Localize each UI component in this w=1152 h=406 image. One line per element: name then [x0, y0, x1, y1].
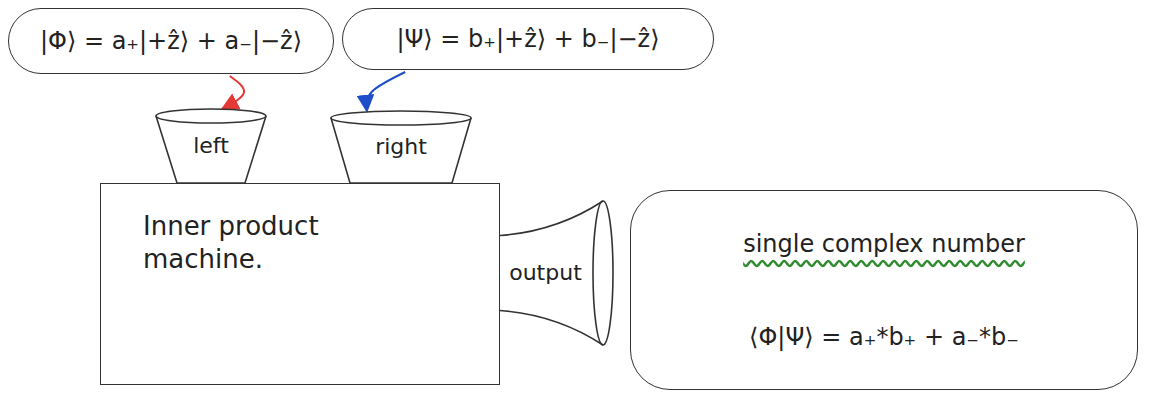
funnel-sides [156, 116, 266, 183]
machine-box: Inner product machine. [100, 183, 500, 385]
port-label: output [509, 259, 582, 287]
funnel-rim [156, 109, 266, 123]
formula-text: |Φ⟩ = a₊|+ẑ⟩ + a₋|−ẑ⟩ [40, 26, 302, 56]
funnel-sides [331, 118, 471, 183]
port-label: left [193, 132, 229, 160]
port-label: right [375, 133, 427, 161]
input-arrow [222, 76, 244, 109]
input-funnel: left [155, 108, 267, 184]
state-bubble: |Ψ⟩ = b₊|+ẑ⟩ + b₋|−ẑ⟩ [342, 8, 714, 70]
result-bubble: single complex number ⟨Φ|Ψ⟩ = a₊*b₊ + a₋*… [630, 190, 1138, 390]
input-arrow [367, 72, 406, 111]
formula-text: single complex number [743, 229, 1025, 259]
funnel-rim [331, 111, 471, 125]
formula-text: ⟨Φ|Ψ⟩ = a₊*b₊ + a₋*b₋ [749, 322, 1019, 352]
horn-mouth [593, 201, 613, 345]
horn-sides [500, 201, 603, 345]
output-horn: output [498, 198, 615, 348]
state-bubble: |Φ⟩ = a₊|+ẑ⟩ + a₋|−ẑ⟩ [8, 8, 334, 74]
input-funnel: right [330, 110, 472, 184]
machine-label: Inner product machine. [143, 210, 413, 275]
formula-text: |Ψ⟩ = b₊|+ẑ⟩ + b₋|−ẑ⟩ [396, 24, 659, 54]
